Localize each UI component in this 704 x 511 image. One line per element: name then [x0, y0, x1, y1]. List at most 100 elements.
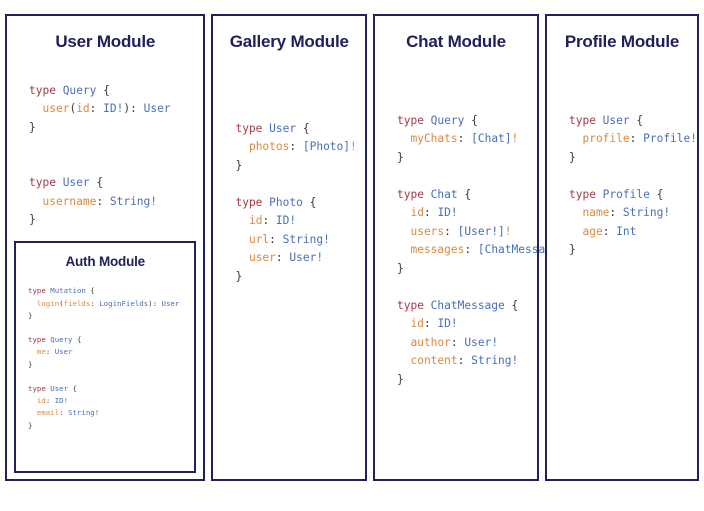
- code-token: Profile: [602, 187, 650, 201]
- code-token: {: [649, 187, 664, 201]
- code-token: email: [36, 408, 60, 418]
- code-token: !: [504, 224, 512, 238]
- code-token: User: [143, 102, 171, 116]
- code-token: [569, 132, 582, 145]
- code-token: }: [568, 150, 576, 164]
- schema-code-gallery: type User { photos: [Photo]! } type Phot…: [213, 120, 365, 287]
- code-token: {: [89, 176, 104, 190]
- spacer: [547, 271, 697, 479]
- code-token: type: [396, 298, 431, 312]
- code-token: me: [36, 347, 46, 357]
- code-token: user: [42, 102, 70, 116]
- code-token: {: [96, 83, 110, 97]
- code-token: user: [248, 251, 276, 265]
- code-token: type: [29, 83, 63, 97]
- code-token: :: [45, 396, 55, 406]
- code-token: [235, 214, 248, 227]
- code-token: myChats: [410, 132, 458, 146]
- code-token: }: [396, 261, 404, 275]
- spacer: [16, 272, 194, 278]
- code-token: :: [59, 408, 69, 418]
- code-token: username: [42, 194, 97, 208]
- module-title-profile: Profile Module: [564, 32, 680, 51]
- code-token: String!: [109, 194, 158, 208]
- code-token: author: [410, 335, 451, 349]
- code-token: [397, 132, 410, 145]
- code-token: :: [45, 347, 55, 357]
- code-token: User: [602, 113, 630, 127]
- code-token: ID!: [54, 396, 69, 406]
- code-token: [Chat]: [471, 132, 512, 146]
- schema-code-auth: type Mutation { login(fields: LoginField…: [16, 285, 194, 431]
- code-token: :: [423, 206, 438, 220]
- code-token: {: [464, 113, 478, 127]
- code-token: [28, 347, 37, 356]
- code-token: [397, 243, 410, 256]
- code-token: {: [72, 335, 82, 345]
- code-token: :: [89, 102, 104, 116]
- code-token: User: [62, 176, 90, 190]
- module-card-profile[interactable]: Profile Module type User { profile: Prof…: [544, 14, 699, 481]
- schema-code-user: type Query { user(id: ID!): User } type …: [7, 82, 203, 230]
- code-token: User: [269, 121, 297, 135]
- code-token: name: [582, 206, 610, 220]
- module-title-auth: Auth Module: [65, 253, 145, 269]
- code-token: id: [410, 317, 424, 331]
- code-token: {: [504, 298, 519, 312]
- code-token: {: [457, 187, 472, 201]
- code-token: [397, 336, 410, 349]
- code-token: content: [410, 354, 458, 368]
- code-token: String!: [282, 232, 330, 246]
- code-token: {: [629, 113, 644, 127]
- code-token: :: [457, 132, 472, 146]
- code-token: type: [396, 113, 431, 127]
- module-card-chat[interactable]: Chat Module type Query { myChats: [Chat]…: [372, 14, 572, 481]
- code-token: :: [269, 232, 283, 246]
- module-title-user: User Module: [55, 32, 156, 51]
- code-token: :: [96, 194, 110, 208]
- code-token: [28, 396, 37, 405]
- code-token: Mutation: [50, 286, 86, 296]
- code-token: :: [629, 132, 644, 146]
- code-token: :: [289, 140, 303, 154]
- nested-module-wrap: Auth Module type Mutation { login(fields…: [7, 240, 203, 479]
- code-token: }: [28, 310, 33, 320]
- code-token: type: [568, 113, 603, 127]
- code-token: }: [29, 120, 36, 134]
- code-token: type: [28, 286, 51, 296]
- schema-code-profile: type User { profile: Profile! } type Pro…: [547, 112, 697, 260]
- code-token: :: [444, 224, 458, 238]
- code-token: [397, 225, 410, 238]
- code-token: [235, 251, 248, 264]
- code-token: }: [29, 213, 36, 227]
- module-card-auth[interactable]: Auth Module type Mutation { login(fields…: [14, 240, 197, 473]
- code-token: {: [302, 195, 317, 209]
- code-token: photos: [248, 140, 290, 154]
- code-token: }: [568, 243, 576, 257]
- code-token: }: [235, 269, 243, 283]
- code-token: ChatMessage: [430, 298, 505, 312]
- code-token: (: [59, 298, 64, 308]
- code-token: Query: [62, 83, 97, 97]
- module-card-user[interactable]: User Module type Query { user(id: ID!): …: [5, 14, 206, 481]
- spacer: [7, 56, 203, 70]
- spacer: [213, 56, 365, 108]
- code-token: [397, 354, 410, 367]
- code-token: [28, 299, 37, 308]
- code-token: User: [54, 347, 73, 357]
- code-token: Chat: [430, 187, 458, 201]
- spacer: [375, 56, 537, 100]
- spacer: [375, 400, 537, 479]
- code-token: Int: [616, 224, 637, 238]
- code-token: ID!: [103, 102, 124, 116]
- code-token: Query: [430, 113, 465, 127]
- code-token: [28, 408, 37, 417]
- code-token: login: [36, 298, 60, 308]
- code-token: type: [235, 121, 270, 135]
- code-token: ):: [148, 298, 162, 308]
- code-token: Query: [50, 335, 73, 345]
- module-card-gallery[interactable]: Gallery Module type User { photos: [Phot…: [211, 14, 367, 481]
- code-token: users: [410, 224, 445, 238]
- code-token: User: [161, 298, 180, 308]
- spacer: [16, 439, 194, 471]
